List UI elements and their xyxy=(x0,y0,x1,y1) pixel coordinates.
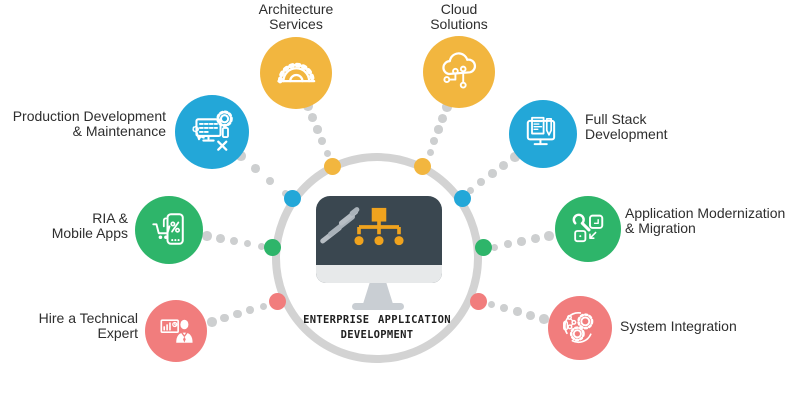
monitor-orgchart-icon xyxy=(354,207,404,246)
connector-dot xyxy=(539,314,549,324)
connector-dot xyxy=(318,137,327,146)
ring-node-pink-right xyxy=(470,293,487,310)
connector-dot xyxy=(466,186,474,194)
monitor-stand-base xyxy=(352,303,404,310)
satellite-circle xyxy=(135,196,203,264)
connector-dot xyxy=(526,310,536,320)
connector-dot xyxy=(500,303,509,312)
satellite-label: Architecture Services xyxy=(258,1,334,33)
connector-dot xyxy=(517,237,526,246)
satellite-circle xyxy=(509,100,577,168)
connector-dot xyxy=(216,234,225,243)
connector-dot xyxy=(243,239,252,248)
gear-arch-icon xyxy=(277,62,315,84)
satellite-circle xyxy=(175,95,249,169)
satellite-circle xyxy=(555,196,621,262)
satellite-label: Application Modernization & Migration xyxy=(625,205,786,237)
connector-dot xyxy=(207,317,217,327)
connector-dot xyxy=(490,243,498,251)
satellite-label: Hire a Technical Expert xyxy=(38,310,138,342)
ring-node-blue-left xyxy=(284,190,301,207)
connector-dot xyxy=(434,125,443,134)
ring-node-pink-left xyxy=(269,293,286,310)
ring-node-yellow-right xyxy=(414,158,431,175)
connector-dot xyxy=(257,242,265,250)
hub-title: ENTERPRISE APPLICATION DEVELOPMENT xyxy=(303,314,451,341)
ring-node-green-right xyxy=(475,239,492,256)
connector-dot xyxy=(259,302,267,310)
connector-dot xyxy=(323,149,331,157)
mobile-cart-icon xyxy=(152,213,184,245)
connector-dot xyxy=(308,113,318,123)
cloud-network-icon xyxy=(442,52,476,89)
wrench-cubes-icon xyxy=(572,213,603,242)
satellite-label: Full Stack Development xyxy=(585,111,668,143)
monitor-screen xyxy=(316,196,442,283)
connector-dot xyxy=(233,309,242,319)
connector-dot xyxy=(503,240,512,249)
connector-dot xyxy=(202,231,212,241)
connector-dot xyxy=(229,236,239,246)
connector-dot xyxy=(266,176,275,185)
connector-dot xyxy=(477,177,486,186)
satellite-circle xyxy=(423,36,495,108)
connector-dot xyxy=(513,307,522,316)
connector-dot xyxy=(530,234,540,244)
satellite-circle xyxy=(548,296,612,360)
connector-dot xyxy=(313,125,322,134)
connector-dot xyxy=(236,151,246,161)
connector-dot xyxy=(438,113,448,123)
presenter-icon xyxy=(160,319,193,343)
ring-node-blue-right xyxy=(454,190,471,207)
satellite-label: Production Development & Maintenance xyxy=(12,108,166,140)
monitor-tools-icon xyxy=(192,110,233,151)
satellite-label: Cloud Solutions xyxy=(430,1,488,33)
connector-dot xyxy=(442,102,452,112)
connector-dot xyxy=(487,300,495,308)
ring-node-yellow-left xyxy=(324,158,341,175)
satellite-label: RIA & Mobile Apps xyxy=(51,210,128,242)
satellite-circle xyxy=(145,300,207,362)
monitor-code-icon xyxy=(526,116,556,146)
connector-dot xyxy=(251,164,260,173)
gears-network-icon xyxy=(563,312,594,344)
connector-dot xyxy=(488,169,497,178)
satellite-label: System Integration xyxy=(620,318,737,334)
connector-dot xyxy=(246,306,255,314)
connector-dot xyxy=(426,148,434,156)
connector-dot xyxy=(544,231,554,241)
connector-dot xyxy=(430,136,439,145)
monitor-stand xyxy=(363,283,393,304)
connector-dot xyxy=(220,313,230,323)
monitor-chin xyxy=(316,265,442,283)
connector-dot xyxy=(510,152,520,162)
satellite-circle xyxy=(260,37,332,109)
connector-dot xyxy=(499,160,509,170)
ring-node-green-left xyxy=(264,239,281,256)
